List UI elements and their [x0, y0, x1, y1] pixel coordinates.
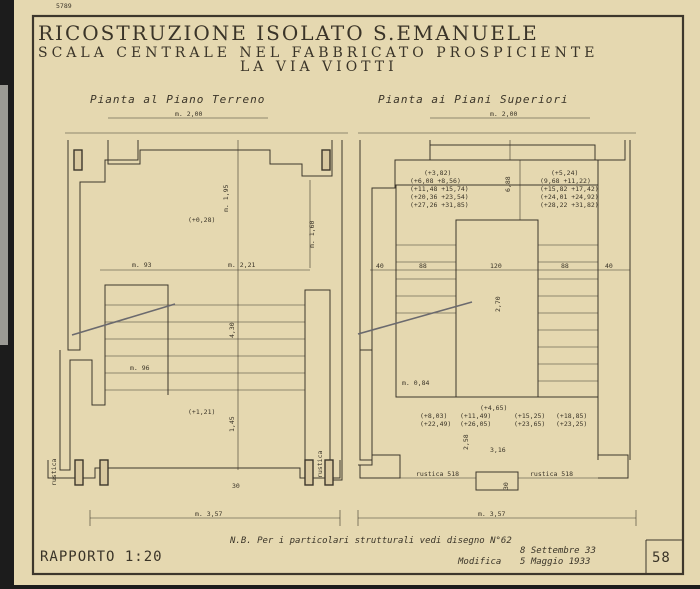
level-bottom-7: (+23,65): [514, 420, 545, 428]
dim-30-right: 30: [502, 482, 510, 490]
dim-93: m. 93: [132, 261, 152, 269]
level-right-3: (+24,01 +24,92): [540, 193, 599, 201]
structural-note: N.B. Per i particolari strutturali vedi …: [229, 536, 512, 546]
level-right-0: (+5,24): [551, 169, 578, 177]
level-bottom-6: (+26,05): [460, 420, 491, 428]
dim-120: 120: [490, 262, 502, 270]
level-bottom-5: (+22,49): [420, 420, 451, 428]
date-line-2: 5 Maggio 1933: [520, 557, 590, 567]
dim-96: m. 96: [130, 364, 150, 372]
drawing-frame: [31, 14, 685, 576]
plan-ground-floor: m. 2,00 m. 1,95 m. 1,60 m. 2,21 m. 93: [47, 110, 348, 526]
dim-1-95: m. 1,95: [222, 185, 230, 212]
level-right-4: (+28,22 +31,82): [540, 201, 599, 209]
level-bottom-4: (+18,85): [556, 412, 587, 420]
date-line-1: 8 Settembre 33: [520, 546, 596, 556]
label-rustica-518-right: rustica 518: [530, 470, 573, 478]
plan-title-right: Pianta ai Piani Superiori: [378, 93, 569, 106]
dim-top-right: m. 2,00: [490, 110, 517, 118]
level-bottom-1: (+8,03): [420, 412, 447, 420]
corner-code: 5789: [56, 2, 72, 10]
level-left-3: (+20,36 +23,54): [410, 193, 469, 201]
title-line-2: SCALA CENTRALE NEL FABBRICATO PROSPICIEN…: [38, 45, 598, 61]
dim-2-21: m. 2,21: [228, 261, 255, 269]
title-line-1: RICOSTRUZIONE ISOLATO S.EMANUELE: [38, 21, 539, 45]
dim-1-60: m. 1,60: [308, 221, 316, 248]
level-1-21: (+1,21): [188, 408, 215, 416]
dim-2-70: 2,70: [494, 296, 502, 312]
dim-88-a: 88: [419, 262, 427, 270]
level-bottom-2: (+11,49): [460, 412, 491, 420]
label-rustica-left-1: rustica: [50, 459, 58, 486]
level-left-4: (+27,26 +31,85): [410, 201, 469, 209]
level-left-1: (+6,08 +8,56): [410, 177, 461, 185]
sheet-number: 58: [652, 550, 671, 566]
dim-3-57-left: m. 3,57: [195, 510, 222, 518]
level-bottom-0: (+4,65): [480, 404, 507, 412]
date-line-2-prefix: Modifica: [457, 557, 501, 567]
dim-3-16: 3,16: [490, 446, 506, 454]
dim-88-b: 88: [561, 262, 569, 270]
title-line-3: LA VIA VIOTTI: [240, 59, 398, 75]
dim-2-58: 2,58: [462, 434, 470, 450]
dim-30: 30: [232, 482, 240, 490]
dim-40-a: 40: [376, 262, 384, 270]
level-bottom-8: (+23,25): [556, 420, 587, 428]
level-right-1: (9,68 +11,22): [540, 177, 591, 185]
level-left-2: (+11,48 +15,74): [410, 185, 469, 193]
dim-6-88: 6,88: [504, 176, 512, 192]
plan-upper-floors: m. 2,00 88 120 88 40 40 2,70 6: [357, 110, 637, 526]
dim-top-left: m. 2,00: [175, 110, 202, 118]
label-rustica-518-left: rustica 518: [416, 470, 459, 478]
dim-0-84: m. 0,84: [402, 379, 429, 387]
dim-40-b: 40: [605, 262, 613, 270]
level-right-2: (+15,82 +17,42): [540, 185, 599, 193]
dim-4-30: 4,30: [228, 322, 236, 338]
dim-3-57-right: m. 3,57: [478, 510, 505, 518]
label-rustica-left-2: rustica: [316, 451, 324, 478]
dim-1-45: 1,45: [228, 416, 236, 432]
level-left-0: (+3,82): [424, 169, 451, 177]
level-0-28: (+0,28): [188, 216, 215, 224]
scale-label: RAPPORTO 1:20: [40, 549, 163, 565]
plan-title-left: Pianta al Piano Terreno: [90, 93, 265, 106]
scan-strip: [0, 85, 8, 345]
level-bottom-3: (+15,25): [514, 412, 545, 420]
